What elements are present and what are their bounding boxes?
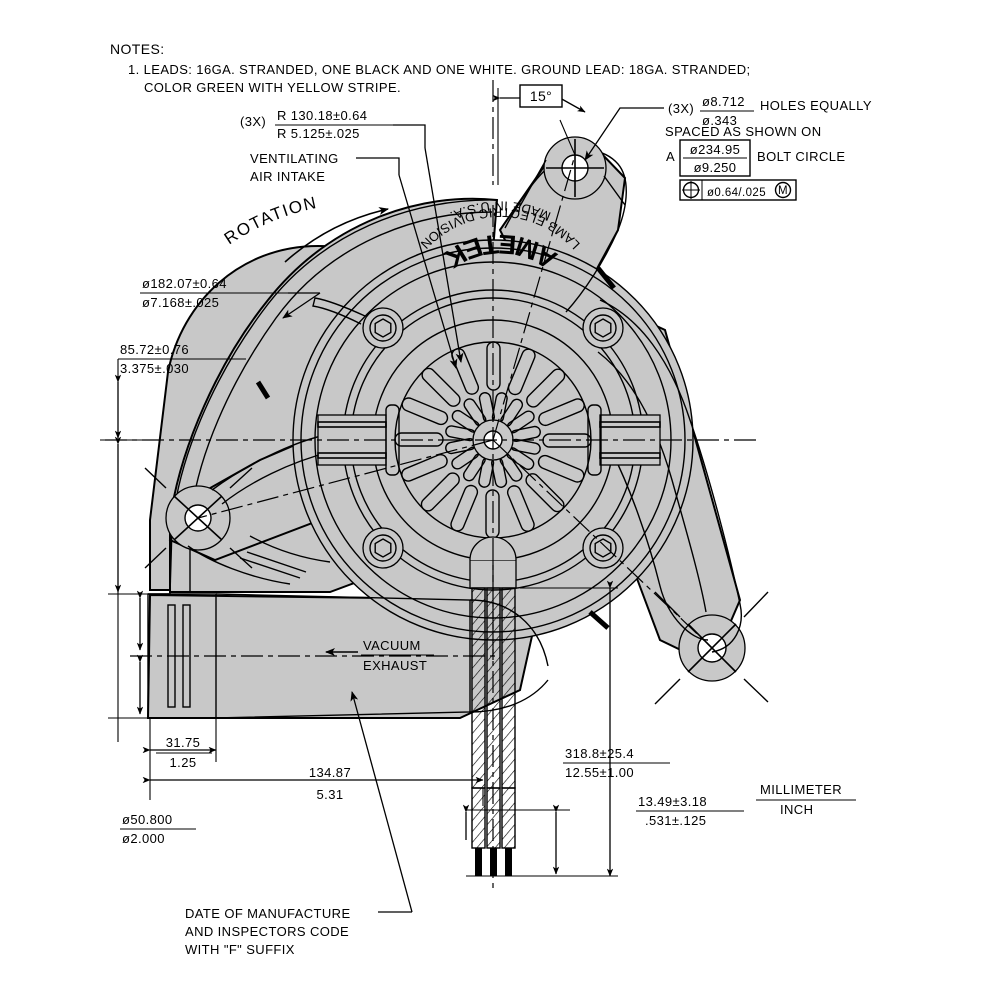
angle-value: 15° xyxy=(530,88,552,104)
holes-text-line2: SPACED AS SHOWN ON xyxy=(665,124,821,139)
lead-length-in: 12.55±1.00 xyxy=(565,765,634,780)
strip-length-in: .531±.125 xyxy=(645,813,706,828)
notes-block: NOTES: 1. LEADS: 16GA. STRANDED, ONE BLA… xyxy=(110,41,751,95)
date-line2: AND INSPECTORS CODE xyxy=(185,924,349,939)
note-1-line-1: 1. LEADS: 16GA. STRANDED, ONE BLACK AND … xyxy=(128,62,751,77)
port-diameter-callout: ø50.800 ø2.000 xyxy=(120,812,196,846)
rim-notches xyxy=(255,266,616,630)
date-of-manufacture-callout: DATE OF MANUFACTURE AND INSPECTORS CODE … xyxy=(185,691,413,957)
centerlines xyxy=(105,80,760,890)
port-width-mm: 31.75 xyxy=(166,735,201,750)
hole-dia-in: ø.343 xyxy=(702,113,737,128)
port-width-in: 1.25 xyxy=(170,755,197,770)
vacuum-label: VACUUM xyxy=(363,638,421,653)
radius-dim-in: R 5.125±.025 xyxy=(277,126,360,141)
strip-length-dimension: 13.49±3.18 .531±.125 xyxy=(462,794,744,877)
units-legend: MILLIMETER INCH xyxy=(756,782,856,817)
date-line3: WITH "F" SUFFIX xyxy=(185,942,295,957)
bolt-circle-in: ø9.250 xyxy=(694,160,737,175)
bolt-circle-mm: ø234.95 xyxy=(690,142,741,157)
datum-a-label: A xyxy=(666,149,675,164)
radius-dim-mm: R 130.18±0.64 xyxy=(277,108,367,123)
hole-dia-mm: ø8.712 xyxy=(702,94,745,109)
unit-inch: INCH xyxy=(780,802,813,817)
ventilating-air-intake-callout: VENTILATING AIR INTAKE xyxy=(250,151,458,369)
radius-callout: (3X) R 130.18±0.64 R 5.125±.025 xyxy=(240,108,464,363)
holes-callout: (3X) ø8.712 ø.343 HOLES EQUALLY SPACED A… xyxy=(584,94,872,201)
notes-heading: NOTES: xyxy=(110,41,165,57)
strip-length-mm: 13.49±3.18 xyxy=(638,794,707,809)
port-dia-mm: ø50.800 xyxy=(122,812,173,827)
port-length-mm: 134.87 xyxy=(309,765,351,780)
radius-qty-label: (3X) xyxy=(240,114,266,129)
height-in: 3.375±.030 xyxy=(120,361,189,376)
rotation-label: ROTATION xyxy=(221,193,318,248)
height-dimension: 85.72±0.76 3.375±.030 xyxy=(100,342,246,742)
holes-text-line1: HOLES EQUALLY xyxy=(760,98,872,113)
height-mm: 85.72±0.76 xyxy=(120,342,189,357)
port-dia-in: ø2.000 xyxy=(122,831,165,846)
ventilating-label-line1: VENTILATING xyxy=(250,151,339,166)
tolerance-value: ø0.64/.025 xyxy=(707,187,766,199)
date-line1: DATE OF MANUFACTURE xyxy=(185,906,351,921)
holes-text-line3: BOLT CIRCLE xyxy=(757,149,845,164)
holes-qty-label: (3X) xyxy=(668,101,694,116)
exhaust-label: EXHAUST xyxy=(363,658,427,673)
angle-dimension: 15° xyxy=(498,84,585,185)
tolerance-modifier: M xyxy=(778,185,788,197)
port-width-dimension: 31.75 1.25 xyxy=(142,718,217,770)
svg-text:ROTATION: ROTATION xyxy=(0,0,416,248)
port-length-in: 5.31 xyxy=(317,787,344,802)
ventilating-label-line2: AIR INTAKE xyxy=(250,169,325,184)
housing-dia-mm: ø182.07±0.64 xyxy=(142,276,227,291)
housing-diameter-callout: ø182.07±0.64 ø7.168±.025 xyxy=(140,276,321,319)
lead-length-mm: 318.8±25.4 xyxy=(565,746,634,761)
port-length-dimension: 134.87 5.31 xyxy=(142,762,484,806)
housing-hex-bosses xyxy=(312,297,624,569)
vacuum-exhaust-callout: VACUUM EXHAUST xyxy=(325,638,434,673)
unit-millimeter: MILLIMETER xyxy=(760,782,842,797)
note-1-line-2: COLOR GREEN WITH YELLOW STRIPE. xyxy=(144,80,401,95)
lead-length-dimension: 318.8±25.4 12.55±1.00 xyxy=(520,580,670,877)
housing-dia-in: ø7.168±.025 xyxy=(142,295,219,310)
